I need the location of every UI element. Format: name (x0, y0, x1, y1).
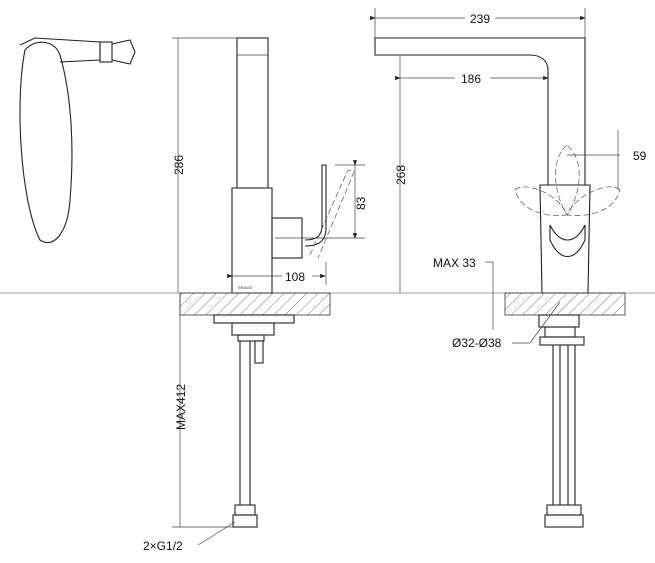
logo-text: BRAVAT (238, 285, 254, 290)
side-view-handle (19, 37, 136, 243)
dimension-239: 239 (370, 8, 586, 38)
dimension-59: 59 (567, 130, 647, 190)
dimension-108: 108 (227, 262, 327, 285)
label-83: 83 (354, 196, 368, 210)
dimension-max33: MAX 33 (433, 256, 494, 330)
countertop-section-left (179, 292, 331, 316)
countertop-section-right (504, 292, 626, 316)
label-hole-diameter: Ø32-Ø38 (452, 336, 502, 350)
label-59: 59 (633, 149, 647, 163)
dimension-268: 268 (394, 55, 408, 293)
side-view-faucet: BRAVAT (231, 37, 355, 294)
label-max33: MAX 33 (433, 256, 476, 270)
front-view-faucet (374, 37, 621, 294)
label-286: 286 (172, 155, 186, 175)
dimension-186: 186 (395, 72, 549, 86)
label-239: 239 (470, 12, 490, 26)
dimension-83: 83 (275, 160, 368, 239)
callout-hole-diameter: Ø32-Ø38 (452, 301, 561, 350)
dimension-286: 286 (172, 37, 237, 293)
label-186: 186 (461, 72, 481, 86)
label-268: 268 (394, 165, 408, 185)
label-max412: MAX412 (174, 384, 188, 430)
label-108: 108 (285, 270, 305, 284)
mounting-and-hoses-right (538, 314, 585, 528)
label-g12: 2×G1/2 (143, 539, 183, 553)
dimension-max412: MAX412 (172, 293, 233, 528)
mounting-and-hoses-left (213, 314, 295, 528)
callout-g12: 2×G1/2 (143, 521, 236, 553)
